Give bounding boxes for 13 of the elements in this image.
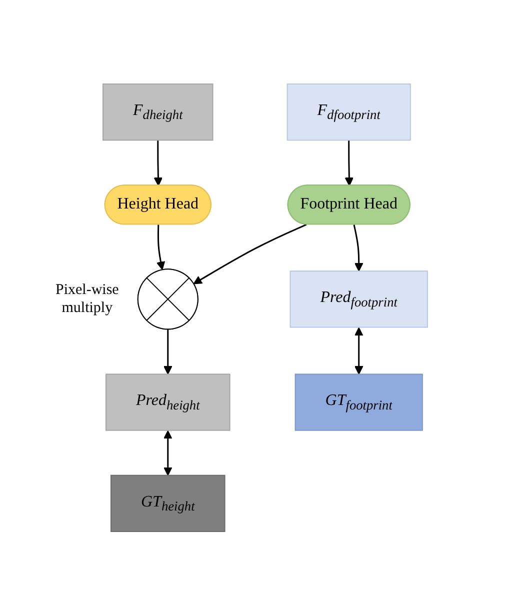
arrow bbox=[194, 224, 307, 284]
arrow bbox=[164, 328, 173, 374]
node-box: GT$_{height}$ bbox=[110, 474, 226, 532]
arrow bbox=[354, 327, 364, 374]
node-box: Pred$_{height}$ bbox=[106, 373, 231, 431]
arrow bbox=[156, 224, 166, 270]
arrow bbox=[354, 224, 364, 272]
arrow bbox=[164, 430, 173, 476]
node-box: GT$_{footprint}$ bbox=[295, 373, 424, 431]
arrow bbox=[345, 140, 354, 186]
node-caption: Pixel-wise multiply bbox=[54, 280, 120, 317]
arrow bbox=[154, 140, 163, 186]
node-box: Pred$_{footprint}$ bbox=[290, 270, 428, 328]
